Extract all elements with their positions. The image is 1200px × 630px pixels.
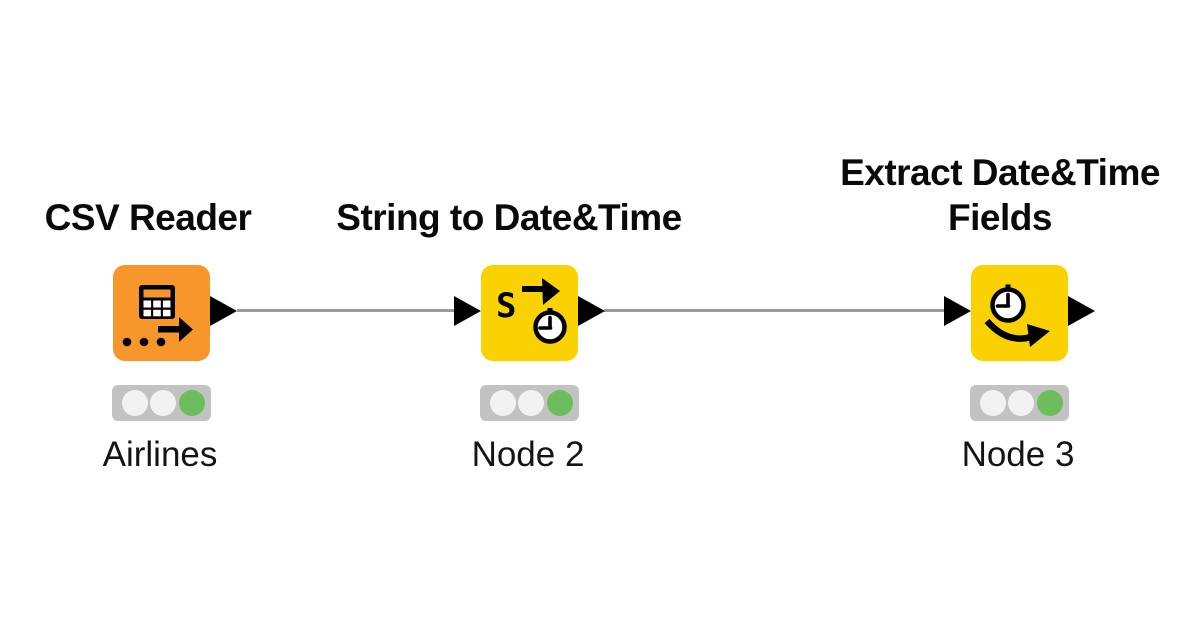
- connection-node2-to-node3[interactable]: [604, 309, 944, 312]
- node-label-airlines[interactable]: Airlines: [102, 435, 218, 474]
- node-title-extract-datetime-fields: Extract Date&Time Fields: [840, 152, 1160, 238]
- input-port-node3[interactable]: [944, 296, 971, 326]
- node-label-node3[interactable]: Node 3: [961, 435, 1075, 474]
- status-light-green: [1037, 390, 1063, 416]
- status-light-off: [518, 390, 544, 416]
- input-port-node2[interactable]: [454, 296, 481, 326]
- svg-text:S: S: [496, 286, 516, 326]
- csv-reader-table-icon: [122, 285, 193, 347]
- status-light-off: [490, 390, 516, 416]
- status-light-green: [547, 390, 573, 416]
- output-port-csv-reader[interactable]: [210, 296, 237, 326]
- output-port-node3[interactable]: [1068, 296, 1095, 326]
- node-extract-datetime-fields[interactable]: [971, 265, 1068, 361]
- status-light-green: [179, 390, 205, 416]
- string-to-datetime-icon: S: [496, 278, 567, 344]
- node-title-csv-reader: CSV Reader: [44, 197, 252, 238]
- node-csv-reader[interactable]: [113, 265, 210, 361]
- node-title-string-to-datetime: String to Date&Time: [336, 197, 682, 238]
- traffic-light-csv-reader: [112, 385, 211, 421]
- connection-csv-to-node2[interactable]: [237, 309, 455, 312]
- node-string-to-datetime[interactable]: S: [481, 265, 578, 361]
- status-light-off: [980, 390, 1006, 416]
- traffic-light-node2: [480, 385, 579, 421]
- extract-datetime-fields-icon: [984, 284, 1050, 347]
- status-light-off: [122, 390, 148, 416]
- traffic-light-node3: [970, 385, 1069, 421]
- status-light-off: [150, 390, 176, 416]
- node-label-node2[interactable]: Node 2: [471, 435, 585, 474]
- status-light-off: [1008, 390, 1034, 416]
- output-port-node2[interactable]: [578, 296, 605, 326]
